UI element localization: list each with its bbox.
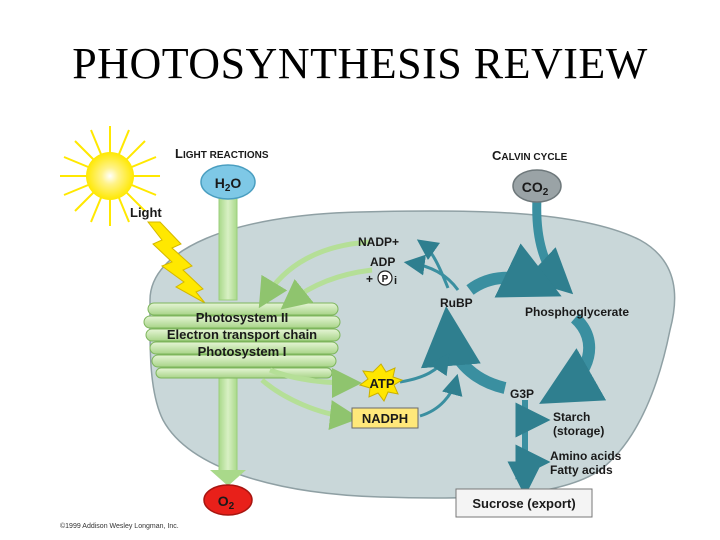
atp-output-arrow [269, 367, 362, 398]
phosphoglycerate-label: Phosphoglycerate [525, 305, 629, 319]
light-bolt-icon [146, 221, 206, 304]
pi-subscript-label: i [394, 275, 397, 287]
co2-node: CO2 [512, 169, 562, 203]
nadp-return-arrow [258, 239, 371, 309]
adp-out-arrow [403, 254, 460, 291]
copyright-credit: ©1999 Addison Wesley Longman, Inc. [60, 522, 179, 530]
pi-plus-label: + [366, 272, 373, 286]
cycle-right-arc [539, 313, 607, 404]
nadph-output-arrow [260, 378, 360, 430]
adp-label: ADP [370, 255, 395, 269]
sun-icon [60, 126, 160, 226]
nadph-in-arrow [419, 373, 463, 418]
cycle-top-arc [466, 243, 562, 298]
svg-text:Sucrose (export): Sucrose (export) [472, 496, 575, 511]
nadph-node: NADPH [351, 407, 419, 429]
svg-text:ATP: ATP [369, 376, 394, 391]
phosphate-icon: P [377, 270, 393, 286]
electron-transport-chain-label: Electron transport chain [167, 327, 317, 342]
starch-label: Starch [553, 410, 590, 424]
svg-text:H2O: H2O [215, 175, 242, 194]
g3p-label: G3P [510, 387, 534, 401]
svg-text:P: P [382, 274, 389, 285]
sucrose-export-node: Sucrose (export) [455, 488, 593, 518]
cycle-bottom-arc [420, 306, 507, 394]
o2-arrowhead [210, 470, 246, 486]
h2o-node: H2O [200, 164, 256, 200]
fatty-acids-label: Fatty acids [550, 463, 613, 477]
nadp-label: NADP+ [358, 235, 399, 249]
calvin-cycle-heading: CALVIN CYCLE [492, 148, 568, 163]
rubp-label: RuBP [440, 296, 473, 310]
svg-text:NADPH: NADPH [362, 411, 408, 426]
nadp-out-arrow [416, 239, 450, 289]
atp-in-arrow [399, 352, 450, 384]
adp-return-arrow [280, 267, 373, 310]
o2-node: O2 [203, 484, 253, 516]
atp-node: ATP [358, 363, 404, 402]
light-label: Light [130, 205, 162, 220]
water-flow-arrow-top [218, 191, 238, 301]
water-flow-arrow-bottom [218, 373, 238, 475]
light-reactions-heading: LIGHT REACTIONS [175, 146, 269, 161]
starch-storage-label: (storage) [553, 424, 604, 438]
amino-acids-label: Amino acids [550, 449, 622, 463]
photosystem-ii-label: Photosystem II [196, 310, 288, 325]
svg-text:CO2: CO2 [522, 179, 549, 198]
slide-title: PHOTOSYNTHESIS REVIEW [72, 39, 648, 88]
svg-text:O2: O2 [218, 493, 235, 512]
photosystem-i-label: Photosystem I [198, 344, 287, 359]
